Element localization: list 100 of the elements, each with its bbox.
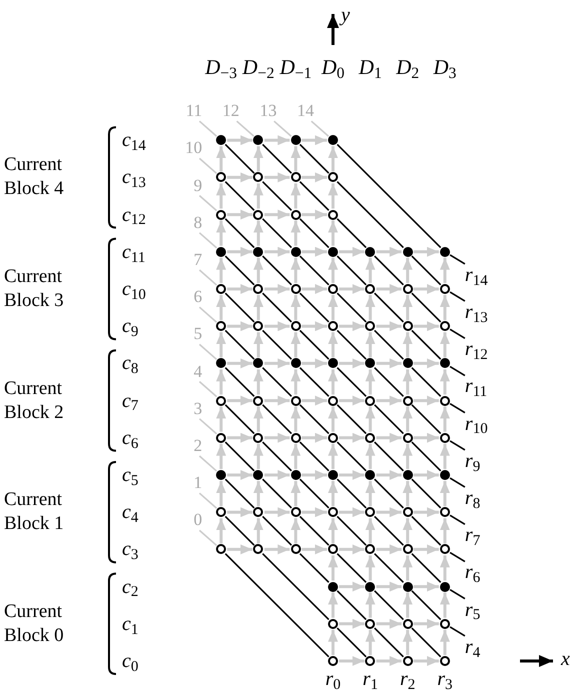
- arrow: [365, 369, 376, 395]
- connector-line: [262, 441, 292, 472]
- arrow: [376, 582, 402, 592]
- connector-line: [262, 330, 292, 360]
- arrow: [227, 246, 252, 257]
- connector-line: [198, 344, 218, 360]
- connector-line: [336, 218, 367, 248]
- arrow: [227, 544, 252, 554]
- arrow: [227, 396, 252, 406]
- arrow: [290, 332, 301, 358]
- row-label: c$_{8}$: [122, 351, 140, 378]
- connector-line: [411, 553, 442, 583]
- connector-line: [411, 627, 442, 658]
- output-label: r$_{1}$: [362, 667, 379, 691]
- diagonal-index: 3: [174, 398, 202, 419]
- arrow: [365, 258, 376, 283]
- arrow: [227, 358, 252, 368]
- arrow: [376, 544, 402, 554]
- output-label: r$_{12}$: [464, 336, 501, 362]
- arrow: [376, 656, 402, 666]
- connector-line: [336, 181, 404, 248]
- arrow: [264, 210, 290, 220]
- connector-line: [262, 181, 292, 211]
- arrow: [302, 210, 327, 220]
- output-label: r$_{4}$: [464, 634, 501, 660]
- connector-line: [198, 232, 218, 248]
- arrow: [227, 470, 252, 480]
- connector-line: [224, 330, 255, 360]
- axis-label: y: [341, 3, 351, 28]
- arrow: [264, 544, 290, 554]
- arrow: [253, 258, 264, 283]
- block-label: Current Block 0: [4, 600, 65, 648]
- connector-line: [450, 291, 466, 302]
- arrow: [264, 432, 290, 443]
- arrow: [328, 630, 338, 655]
- connector-line: [336, 255, 367, 286]
- arrow: [302, 284, 327, 294]
- arrow: [365, 295, 376, 320]
- arrow: [290, 295, 301, 320]
- column-label: D$_{−2}$: [241, 54, 276, 82]
- arrow: [264, 246, 290, 257]
- arrow: [302, 246, 327, 257]
- connector-line: [411, 330, 442, 360]
- connector-line: [450, 626, 466, 637]
- arrow: [264, 396, 290, 406]
- connector-line: [299, 144, 330, 174]
- arrow: [328, 481, 338, 506]
- connector-line: [198, 306, 218, 323]
- connector-line: [336, 441, 367, 472]
- arrow: [302, 321, 327, 332]
- arrow: [440, 592, 450, 618]
- connector-line: [374, 627, 404, 658]
- diagonal-index: 13: [248, 101, 277, 122]
- connector-line: [198, 530, 218, 546]
- column-label: D$_{3}$: [432, 54, 458, 82]
- connector-line: [374, 441, 404, 472]
- arrow: [253, 518, 264, 544]
- arrow: [339, 470, 364, 480]
- block-label: Current Block 3: [4, 265, 65, 313]
- column-label: D$_{1}$: [358, 54, 383, 82]
- arrow: [264, 284, 290, 294]
- connector-line: [198, 158, 218, 174]
- arrow: [227, 284, 252, 294]
- arrow: [376, 284, 402, 294]
- column-label: D$_{0}$: [320, 54, 346, 82]
- arrow: [253, 481, 264, 506]
- arrow: [328, 444, 338, 469]
- connector-line: [236, 120, 254, 137]
- row-label: c$_{9}$: [122, 314, 140, 342]
- arrow: [302, 470, 327, 480]
- connector-line: [450, 589, 466, 600]
- connector-line: [450, 254, 466, 265]
- arrow: [290, 183, 301, 209]
- connector-line: [224, 255, 255, 286]
- connector-line: [224, 478, 255, 509]
- arrow: [365, 481, 376, 506]
- arrow: [302, 507, 327, 518]
- arrow: [328, 295, 338, 320]
- connector-line: [411, 516, 442, 546]
- connector-line: [224, 553, 330, 658]
- column-label: D$_{2}$: [395, 54, 420, 82]
- arrow: [328, 518, 338, 544]
- output-label: r$_{10}$: [464, 410, 501, 437]
- column-label: D$_{−1}$: [278, 54, 313, 82]
- arrow: [253, 220, 264, 246]
- connector-line: [450, 514, 466, 525]
- connector-line: [299, 181, 330, 211]
- arrow: [302, 396, 327, 406]
- connector-line: [262, 367, 292, 397]
- arrow: [376, 321, 402, 332]
- connector-line: [336, 590, 367, 620]
- diagonal-index: 9: [174, 176, 202, 196]
- arrow: [227, 321, 252, 332]
- row-label: c$_{3}$: [122, 537, 140, 564]
- arrow: [253, 146, 264, 172]
- connector-line: [450, 440, 466, 451]
- arrow: [339, 432, 364, 443]
- arrow: [290, 369, 301, 395]
- connector-line: [262, 553, 330, 620]
- connector-line: [198, 492, 218, 509]
